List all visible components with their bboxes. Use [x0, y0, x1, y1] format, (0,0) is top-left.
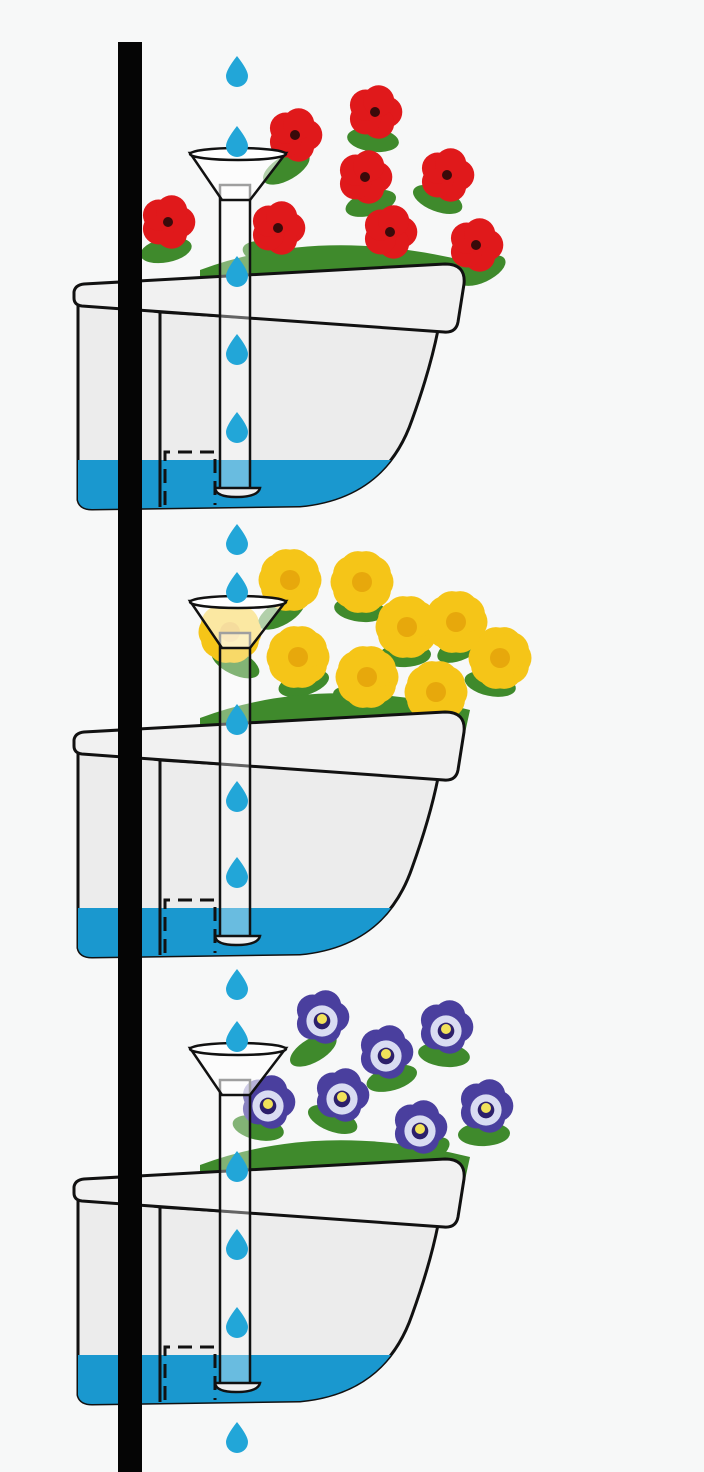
pansy-bloom [394, 1100, 448, 1154]
flower-center [370, 107, 380, 117]
petunia-bloom [450, 218, 504, 272]
petal [283, 108, 315, 140]
water-drop-icon [226, 126, 248, 157]
flower-center [385, 227, 395, 237]
flower-center [397, 617, 417, 637]
water-drop-icon [226, 1422, 248, 1453]
water-drop-icon [226, 781, 248, 812]
tube-outlet [213, 1381, 262, 1394]
pansy-bloom [360, 1025, 414, 1079]
tube-outlet [213, 934, 262, 947]
flower-center [337, 1092, 347, 1102]
planter-rim [72, 1157, 466, 1229]
flower-center [263, 1099, 273, 1109]
water-drop-icon [226, 572, 248, 603]
marigold-bloom [424, 591, 488, 653]
flower-center [471, 240, 481, 250]
petal [266, 201, 298, 233]
flower-center [357, 667, 377, 687]
marigold-bloom [468, 627, 532, 689]
marigold-bloom [404, 661, 468, 723]
petal [156, 195, 188, 227]
petunia-bloom [252, 201, 306, 255]
flower-center [273, 223, 283, 233]
tube-outlet [213, 486, 262, 499]
flower-center [163, 217, 173, 227]
marigold-bloom [375, 596, 439, 658]
marigold-bloom [266, 626, 330, 688]
planter-tier-1 [72, 85, 506, 511]
flower-center [426, 682, 446, 702]
planter-tier-2 [72, 549, 532, 959]
flower-center [442, 170, 452, 180]
water-drop-icon [226, 1151, 248, 1182]
water-drop-icon [226, 969, 248, 1000]
flower-center [481, 1103, 491, 1113]
petunia-bloom [142, 195, 196, 249]
flower-center [446, 612, 466, 632]
flower-center [352, 572, 372, 592]
flower-center [317, 1014, 327, 1024]
water-drop-icon [226, 256, 248, 287]
flower-center [288, 647, 308, 667]
pansy-bloom [420, 1000, 474, 1054]
flower-center [441, 1024, 451, 1034]
petunia-bloom [364, 205, 418, 259]
water-drop-icon [226, 524, 248, 555]
petal [378, 205, 410, 237]
flower-center [360, 172, 370, 182]
flower-center [290, 130, 300, 140]
overflow-slot [163, 898, 217, 953]
water-drop-icon [226, 412, 248, 443]
water-drop-icon [226, 1229, 248, 1260]
flower-center [415, 1124, 425, 1134]
petal [435, 148, 467, 180]
flower-center [381, 1049, 391, 1059]
flower-center [280, 570, 300, 590]
petal [464, 218, 496, 250]
petal [363, 85, 395, 117]
water-drop-icon [226, 56, 248, 87]
planter-rim [72, 262, 466, 334]
pansy-bloom [296, 990, 350, 1044]
planter-rim [72, 710, 466, 782]
water-drop-icon [226, 704, 248, 735]
water-drop-icon [226, 857, 248, 888]
marigold-bloom [330, 551, 394, 613]
flower-center [490, 648, 510, 668]
petunia-bloom [269, 108, 323, 162]
water-drop-icon [226, 334, 248, 365]
petunia-bloom [339, 150, 393, 204]
overflow-slot [163, 450, 217, 505]
petunia-bloom [349, 85, 403, 139]
petal [353, 150, 385, 182]
water-drop-icon [226, 1307, 248, 1338]
water-drop-icon [226, 1021, 248, 1052]
overflow-slot [163, 1345, 217, 1400]
pansy-bloom [316, 1068, 370, 1122]
petunia-bloom [421, 148, 475, 202]
support-pole [118, 42, 142, 1472]
pansy-bloom [460, 1079, 514, 1133]
marigold-bloom [335, 646, 399, 708]
